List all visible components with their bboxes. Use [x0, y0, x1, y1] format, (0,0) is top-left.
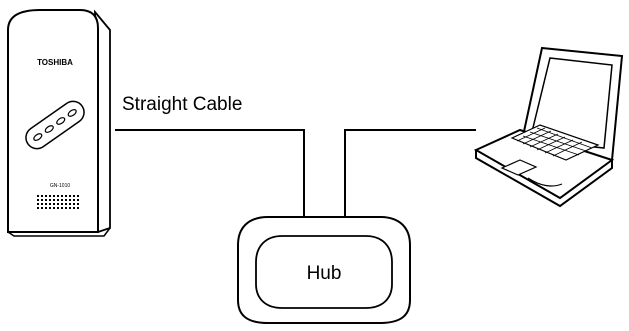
- network-device-icon: TOSHIBA GN-1010: [7, 9, 111, 237]
- hub-label: Hub: [307, 263, 342, 284]
- cable-device-to-hub: [115, 129, 305, 218]
- device-model-label: GN-1010: [50, 183, 71, 189]
- hub-icon: Hub: [237, 216, 411, 324]
- device-brand-label: TOSHIBA: [37, 58, 73, 67]
- cable-label: Straight Cable: [122, 94, 242, 115]
- laptop-icon: [473, 46, 624, 208]
- cable-laptop-to-hub: [344, 129, 476, 218]
